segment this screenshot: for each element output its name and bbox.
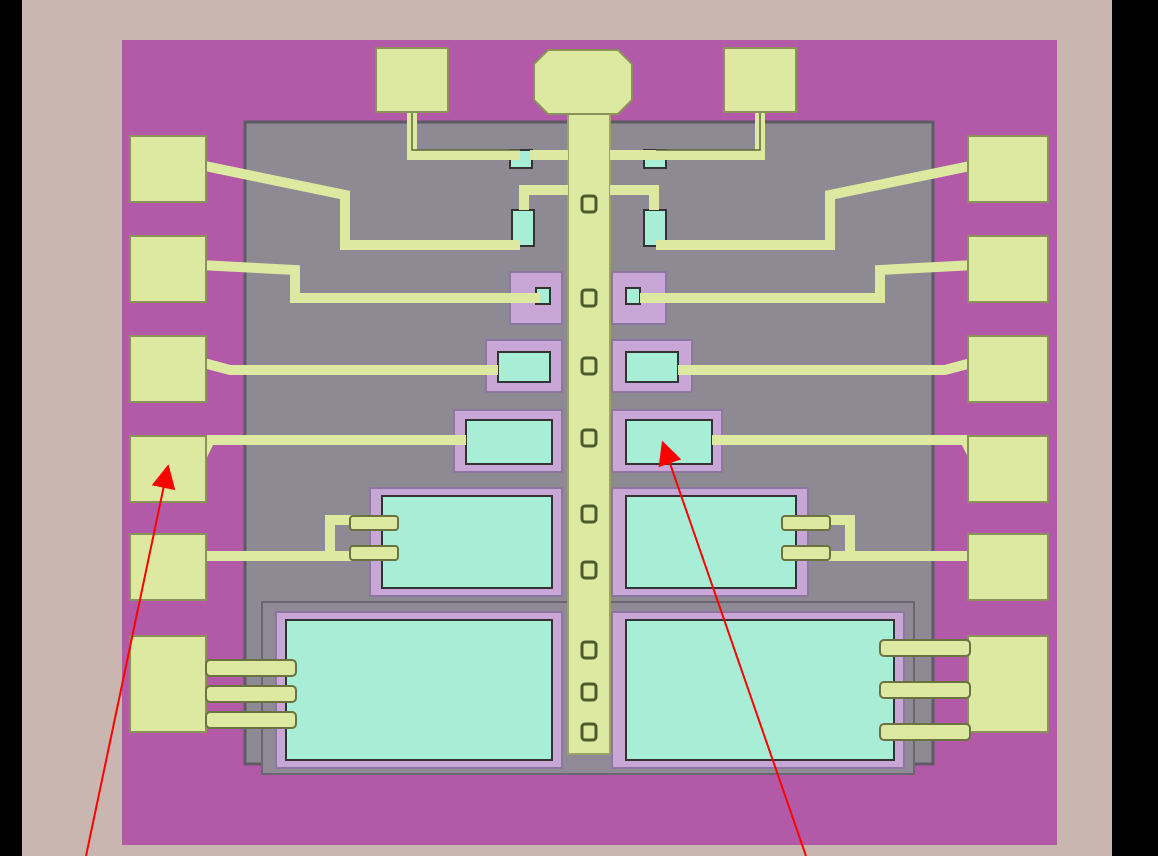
annotation-arrow-left (85, 464, 176, 856)
bus-vias (580, 194, 598, 742)
right-border (1110, 0, 1158, 856)
bond-pads (129, 47, 1049, 733)
top-center-pad (533, 49, 633, 115)
left-border (0, 0, 22, 856)
central-bus (567, 111, 611, 755)
annotation-arrow-right (658, 440, 807, 856)
bottom-fingers (205, 639, 971, 741)
